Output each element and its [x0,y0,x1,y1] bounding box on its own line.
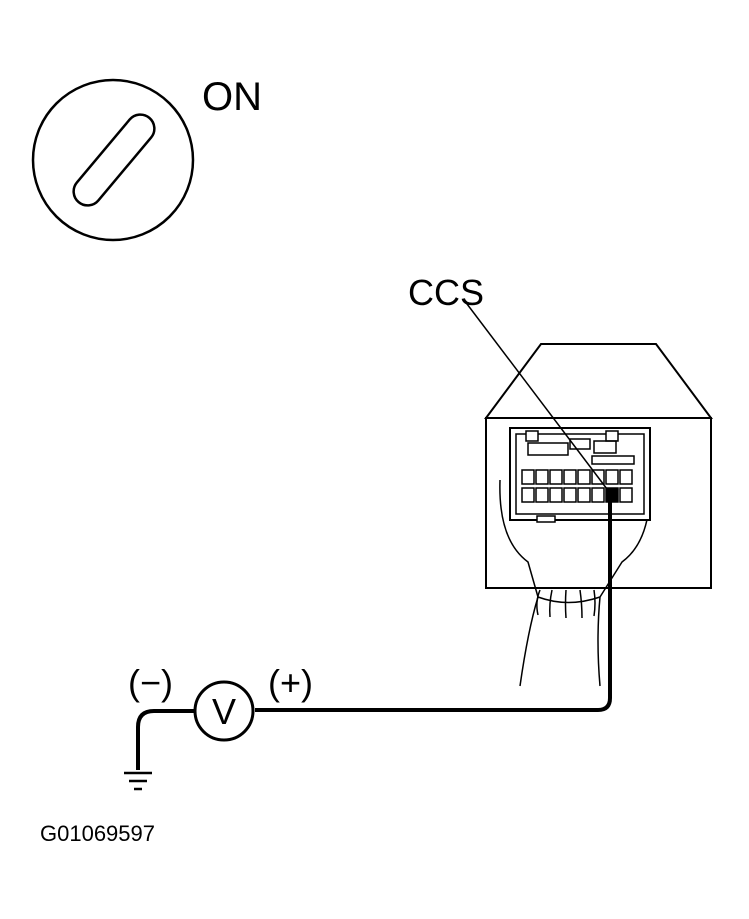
connector-pin [549,469,563,485]
negative-probe-lead [136,709,195,770]
ecu-connector [509,427,651,523]
wire-harness [499,479,651,687]
connector-pin [591,487,605,503]
connector-pin [521,469,535,485]
connector-pin [549,487,563,503]
figure-code: G01069597 [40,821,155,846]
ccs-ecu-unit [484,343,713,589]
positive-probe-lead [255,493,612,712]
connector-pin [577,469,591,485]
connector-pin [619,469,633,485]
connector-pin [563,487,577,503]
negative-polarity-label: (−) [128,662,173,703]
ccs-label: CCS [408,272,484,313]
connector-pin [521,487,535,503]
ignition-state-label: ON [202,75,262,119]
connector-pin [563,469,577,485]
ccs-leader-line [463,299,611,494]
ignition-key-switch-icon [31,78,195,242]
connector-pin [535,487,549,503]
positive-polarity-label: (+) [268,662,313,703]
connector-pin [605,469,619,485]
connector-pin [535,469,549,485]
connector-pin [577,487,591,503]
ground-symbol-icon [124,771,152,791]
voltmeter-label: V [212,691,236,732]
connector-pin [619,487,633,503]
